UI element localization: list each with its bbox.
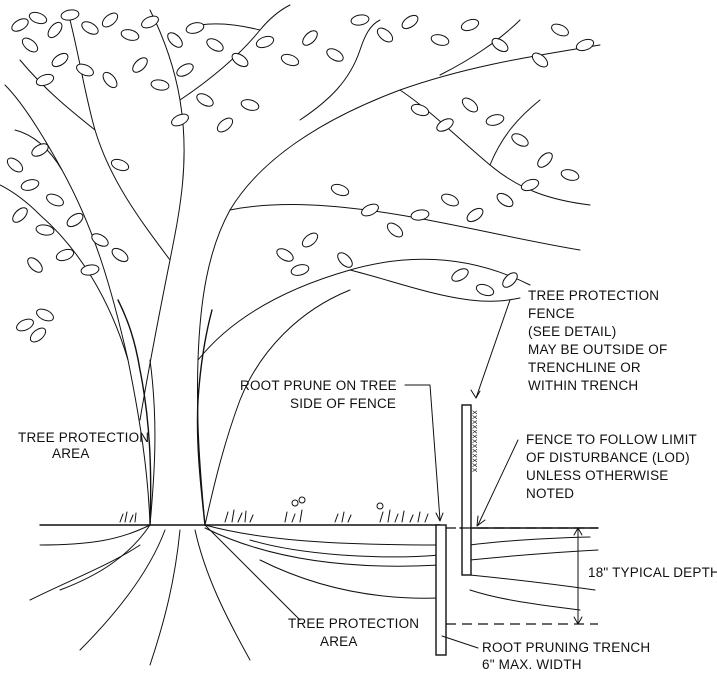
svg-text:ROOT PRUNING TRENCH: ROOT PRUNING TRENCH — [482, 640, 650, 655]
svg-text:UNLESS OTHERWISE: UNLESS OTHERWISE — [526, 468, 668, 483]
label-tree-protection-fence: TREE PROTECTION FENCE (SEE DETAIL) MAY B… — [528, 288, 667, 393]
svg-text:AREA: AREA — [52, 446, 90, 461]
svg-text:NOTED: NOTED — [526, 486, 574, 501]
svg-text:TRENCHLINE OR: TRENCHLINE OR — [528, 360, 641, 375]
svg-text:6" MAX. WIDTH: 6" MAX. WIDTH — [482, 657, 582, 672]
svg-text:WITHIN TRENCH: WITHIN TRENCH — [528, 378, 638, 393]
leader-lines — [404, 299, 519, 649]
svg-text:OF DISTURBANCE (LOD): OF DISTURBANCE (LOD) — [526, 450, 690, 465]
svg-text:ROOT PRUNE ON TREE: ROOT PRUNE ON TREE — [240, 378, 397, 393]
svg-text:SIDE OF FENCE: SIDE OF FENCE — [290, 396, 396, 411]
label-tree-protection-area-bottom: TREE PROTECTION AREA — [288, 616, 419, 649]
tree-protection-fence-post: xxxxxxxxxxxxx — [461, 404, 479, 576]
tree-leaves — [6, 9, 595, 343]
depth-dimension — [446, 527, 598, 625]
svg-text:TREE PROTECTION: TREE PROTECTION — [528, 288, 659, 303]
root-pruning-trench — [435, 524, 447, 656]
svg-text:FENCE: FENCE — [528, 306, 575, 321]
tree-roots — [29, 524, 599, 666]
svg-text:TREE PROTECTION: TREE PROTECTION — [288, 616, 419, 631]
label-tree-protection-area-left: TREE PROTECTION AREA — [18, 430, 149, 461]
svg-text:TREE PROTECTION: TREE PROTECTION — [18, 430, 149, 445]
svg-text:FENCE TO FOLLOW LIMIT: FENCE TO FOLLOW LIMIT — [526, 432, 697, 447]
fence-marks: xxxxxxxxxxxxx — [470, 410, 479, 473]
label-root-prune: ROOT PRUNE ON TREE SIDE OF FENCE — [240, 378, 397, 411]
svg-text:AREA: AREA — [320, 634, 358, 649]
tree-trunk — [117, 299, 213, 526]
svg-text:MAY BE OUTSIDE OF: MAY BE OUTSIDE OF — [528, 342, 667, 357]
svg-text:18" TYPICAL DEPTH: 18" TYPICAL DEPTH — [588, 565, 717, 580]
label-fence-follow-lod: FENCE TO FOLLOW LIMIT OF DISTURBANCE (LO… — [526, 432, 697, 501]
label-root-pruning-trench: ROOT PRUNING TRENCH 6" MAX. WIDTH — [482, 640, 650, 672]
label-typical-depth: 18" TYPICAL DEPTH — [588, 565, 717, 580]
grass-tufts — [119, 496, 429, 523]
svg-text:(SEE DETAIL): (SEE DETAIL) — [528, 324, 616, 339]
